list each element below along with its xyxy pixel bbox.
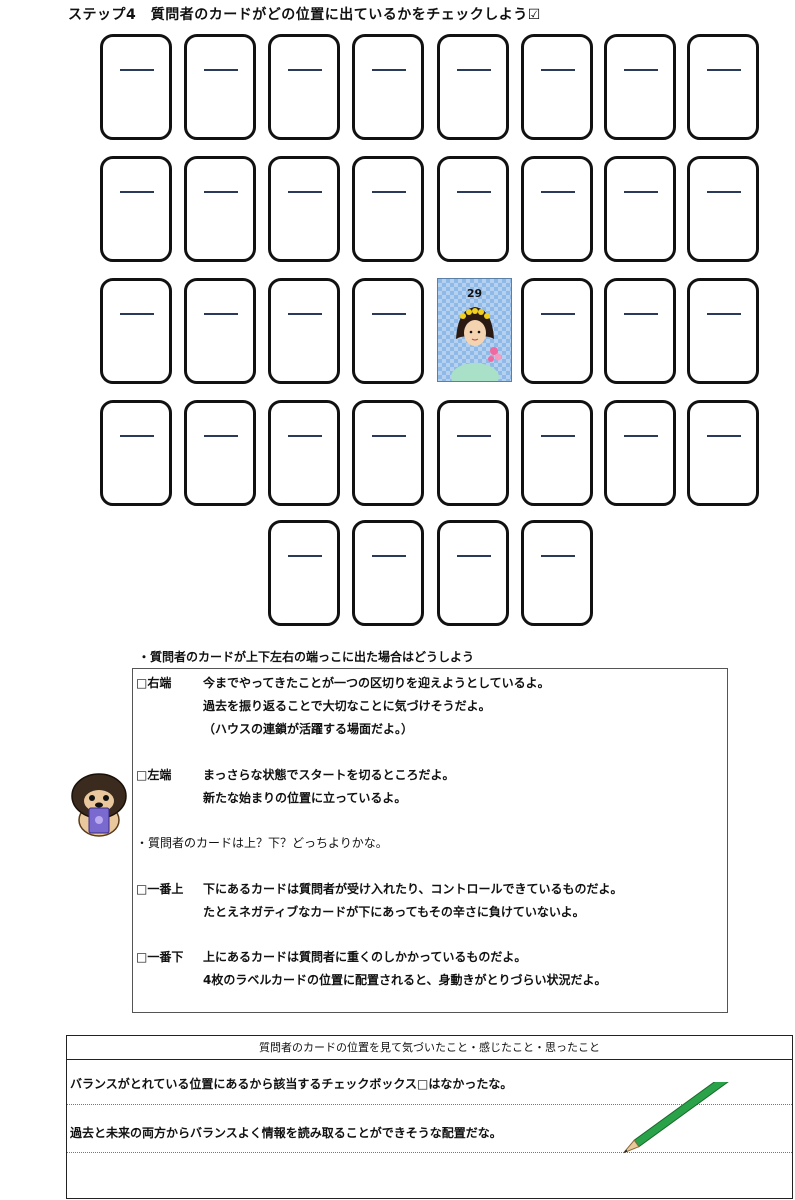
empty-card-slot[interactable]	[100, 278, 172, 384]
empty-card-slot[interactable]	[604, 400, 676, 506]
empty-card-slot[interactable]	[268, 278, 340, 384]
card-dash	[707, 69, 741, 71]
card-dash	[624, 191, 658, 193]
card-dash	[372, 435, 406, 437]
empty-card-slot[interactable]	[184, 400, 256, 506]
right-edge-text-1: 今までやってきたことが一つの区切りを迎えようとしているよ。	[203, 676, 550, 690]
empty-card-slot[interactable]	[521, 156, 593, 262]
empty-card-slot[interactable]	[437, 520, 509, 626]
top-row-checkbox-label[interactable]: □一番上	[136, 882, 184, 896]
card-spread: 29	[100, 34, 759, 626]
empty-card-slot[interactable]	[100, 400, 172, 506]
empty-card-slot[interactable]	[268, 520, 340, 626]
empty-card-slot[interactable]	[687, 34, 759, 140]
empty-card-slot[interactable]	[687, 400, 759, 506]
bottom-row-text-2: 4枚のラベルカードの位置に配置されると、身動きがとりづらい状況だよ。	[203, 973, 607, 987]
card-dash	[372, 191, 406, 193]
right-edge-text-2: 過去を振り返ることで大切なことに気づけそうだよ。	[203, 699, 491, 713]
reflection-box	[66, 1035, 793, 1199]
empty-card-slot[interactable]	[604, 34, 676, 140]
empty-card-slot[interactable]	[604, 156, 676, 262]
empty-card-slot[interactable]	[521, 400, 593, 506]
card-dash	[541, 555, 575, 557]
card-dash	[707, 313, 741, 315]
empty-card-slot[interactable]	[521, 278, 593, 384]
empty-card-slot[interactable]	[184, 156, 256, 262]
card-dash	[288, 555, 322, 557]
empty-card-slot[interactable]	[184, 34, 256, 140]
empty-card-slot[interactable]	[268, 156, 340, 262]
top-row-text-2: たとえネガティブなカードが下にあってもその辛さに負けていないよ。	[203, 905, 585, 919]
question-box	[132, 668, 728, 1013]
card-dash	[372, 313, 406, 315]
empty-card-slot[interactable]	[687, 156, 759, 262]
card-dash	[457, 191, 491, 193]
card-dash	[120, 191, 154, 193]
empty-card-slot[interactable]	[521, 520, 593, 626]
page-title: ステップ4 質問者のカードがどの位置に出ているかをチェックしよう☑	[68, 7, 541, 23]
card-dash	[204, 435, 238, 437]
empty-card-slot[interactable]	[437, 156, 509, 262]
card-dash	[457, 435, 491, 437]
card-number: 29	[466, 287, 483, 300]
card-dash	[288, 191, 322, 193]
reflection-header: 質問者のカードの位置を見て気づいたこと・感じたこと・思ったこと	[66, 1036, 793, 1060]
card-dash	[372, 555, 406, 557]
card-dash	[288, 69, 322, 71]
bottom-row-text-1: 上にあるカードは質問者に重くのしかかっているものだよ。	[203, 950, 527, 964]
card-dash	[707, 191, 741, 193]
card-illustration	[451, 307, 502, 381]
left-edge-text-1: まっさらな状態でスタートを切るところだよ。	[203, 768, 455, 782]
card-dash	[541, 435, 575, 437]
empty-card-slot[interactable]	[268, 400, 340, 506]
reflection-line-2[interactable]: 過去と未来の両方からバランスよく情報を読み取ることができそうな配置だな。	[70, 1126, 502, 1140]
empty-card-slot[interactable]	[437, 400, 509, 506]
card-dash	[120, 313, 154, 315]
left-edge-text-2: 新たな始まりの位置に立っているよ。	[203, 791, 407, 805]
card-dash	[541, 69, 575, 71]
empty-card-slot[interactable]	[437, 34, 509, 140]
right-edge-text-3: （ハウスの連鎖が活躍する場面だよ。）	[203, 722, 414, 736]
top-row-text-1: 下にあるカードは質問者が受け入れたり、コントロールできているものだよ。	[203, 882, 623, 896]
card-dash	[624, 69, 658, 71]
empty-card-slot[interactable]	[352, 400, 424, 506]
reflection-line-1[interactable]: バランスがとれている位置にあるから該当するチェックボックス□はなかったな。	[70, 1077, 513, 1091]
card-dash	[457, 555, 491, 557]
mascot-illustration	[71, 773, 127, 837]
empty-card-slot[interactable]	[100, 34, 172, 140]
empty-card-slot[interactable]	[100, 156, 172, 262]
card-dash	[120, 69, 154, 71]
empty-card-slot[interactable]	[184, 278, 256, 384]
card-dash	[541, 191, 575, 193]
bottom-row-checkbox-label[interactable]: □一番下	[136, 950, 184, 964]
drawn-card-29[interactable]: 29	[437, 278, 512, 382]
empty-card-slot[interactable]	[268, 34, 340, 140]
card-dash	[707, 435, 741, 437]
pencil-icon	[623, 1082, 730, 1154]
card-dash	[120, 435, 154, 437]
empty-card-slot[interactable]	[521, 34, 593, 140]
empty-card-slot[interactable]	[687, 278, 759, 384]
card-dash	[204, 69, 238, 71]
empty-card-slot[interactable]	[352, 156, 424, 262]
empty-card-slot[interactable]	[352, 520, 424, 626]
card-dash	[624, 435, 658, 437]
updown-question: ・質問者のカードは上？下？どっちよりかな。	[136, 836, 388, 850]
card-dash	[204, 191, 238, 193]
dotted-divider	[67, 1152, 792, 1153]
left-edge-checkbox-label[interactable]: □左端	[136, 768, 172, 782]
card-dash	[624, 313, 658, 315]
card-dash	[288, 435, 322, 437]
card-dash	[457, 69, 491, 71]
edge-question-heading: ・質問者のカードが上下左右の端っこに出た場合はどうしよう	[138, 650, 475, 664]
right-edge-checkbox-label[interactable]: □右端	[136, 676, 172, 690]
card-dash	[541, 313, 575, 315]
card-dash	[204, 313, 238, 315]
empty-card-slot[interactable]	[352, 34, 424, 140]
empty-card-slot[interactable]	[352, 278, 424, 384]
card-dash	[372, 69, 406, 71]
dotted-divider	[67, 1104, 792, 1105]
empty-card-slot[interactable]	[604, 278, 676, 384]
card-dash	[288, 313, 322, 315]
